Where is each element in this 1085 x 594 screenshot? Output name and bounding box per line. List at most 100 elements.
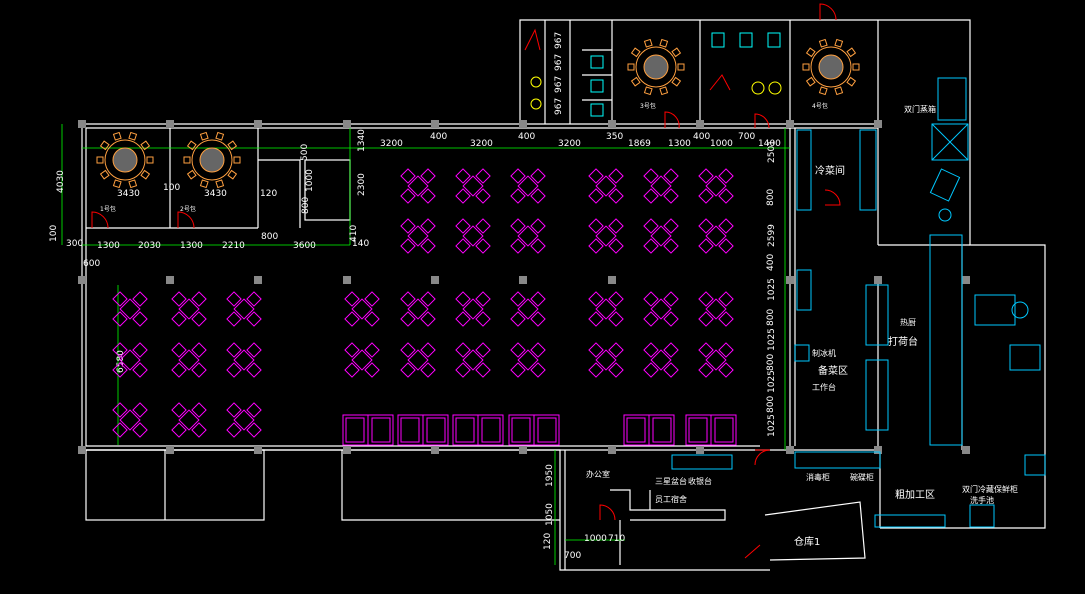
dim-rv-4: 400 xyxy=(766,254,776,271)
dim-top-6: 350 xyxy=(606,132,623,142)
dim-room-2: 3430 xyxy=(204,189,227,199)
label-office: 办公室 xyxy=(586,469,610,479)
round-table xyxy=(802,38,860,96)
dim-br-3: 2030 xyxy=(138,241,161,251)
label-cashier: 收银台 xyxy=(688,476,712,486)
four-seat-table xyxy=(344,342,380,378)
four-seat-table xyxy=(112,402,148,438)
four-seat-table xyxy=(510,342,546,378)
four-seat-table xyxy=(226,291,262,327)
structural-column xyxy=(519,120,527,128)
structural-column xyxy=(608,276,616,284)
structural-column xyxy=(519,446,527,454)
four-seat-table xyxy=(455,168,491,204)
dim-bot-700: 700 xyxy=(564,551,581,561)
four-seat-table xyxy=(171,342,207,378)
dim-rv-1: 2501 xyxy=(767,140,777,163)
dim-top-3: 3200 xyxy=(470,139,493,149)
four-seat-table xyxy=(510,168,546,204)
dim-room-wall: 120 xyxy=(260,189,277,199)
four-seat-table xyxy=(588,218,624,254)
four-seat-table xyxy=(643,291,679,327)
structural-column xyxy=(608,446,616,454)
four-seat-table xyxy=(400,291,436,327)
dim-br-8: 140 xyxy=(352,239,369,249)
structural-column xyxy=(166,276,174,284)
four-seat-table xyxy=(455,342,491,378)
four-seat-table xyxy=(698,168,734,204)
columns xyxy=(78,120,970,454)
dim-br-2: 1300 xyxy=(97,241,120,251)
dim-br-5: 2210 xyxy=(222,241,245,251)
dim-misc-600: 600 xyxy=(83,259,100,269)
label-rough-processing: 粗加工区 xyxy=(895,489,935,501)
round-table xyxy=(183,131,241,189)
four-seat-table xyxy=(344,291,380,327)
structural-column xyxy=(786,276,794,284)
dim-wc-2: 967 xyxy=(554,54,564,71)
walls xyxy=(81,19,1046,571)
dim-br-1: 300 xyxy=(66,239,83,249)
structural-column xyxy=(519,276,527,284)
label-sterilizer: 消毒柜 xyxy=(806,472,830,482)
dim-br-7: 3600 xyxy=(293,241,316,251)
round-table xyxy=(627,38,685,96)
four-seat-table xyxy=(588,291,624,327)
dim-room-1: 3430 xyxy=(117,189,140,199)
structural-column xyxy=(431,446,439,454)
booth-table xyxy=(452,414,504,446)
label-room-3: 3号包 xyxy=(640,102,656,110)
dim-room-gap: 100 xyxy=(163,183,180,193)
four-seat-table xyxy=(698,291,734,327)
structural-column xyxy=(962,276,970,284)
structural-column xyxy=(254,276,262,284)
structural-column xyxy=(166,120,174,128)
four-seat-table xyxy=(171,402,207,438)
label-ice-machine: 制冰机 xyxy=(812,348,836,358)
structural-column xyxy=(343,120,351,128)
four-seat-table xyxy=(643,218,679,254)
four-seat-table xyxy=(455,291,491,327)
dimension-lines xyxy=(61,124,790,565)
dim-top-2: 400 xyxy=(430,132,447,142)
doors xyxy=(91,3,841,559)
label-room-1: 1号包 xyxy=(100,205,116,213)
structural-column xyxy=(78,120,86,128)
dim-rv-7: 1025 xyxy=(767,328,777,351)
structural-column xyxy=(78,446,86,454)
structural-column xyxy=(608,120,616,128)
dim-misc-100: 100 xyxy=(49,225,59,242)
restroom-fixtures xyxy=(530,32,782,117)
four-seat-table xyxy=(400,218,436,254)
dim-bot-120: 120 xyxy=(543,533,553,550)
dim-top-8: 1300 xyxy=(668,139,691,149)
four-seat-table xyxy=(698,342,734,378)
four-seat-table xyxy=(400,168,436,204)
structural-column xyxy=(786,120,794,128)
label-warehouse: 仓库1 xyxy=(794,535,820,548)
structural-column xyxy=(962,446,970,454)
structural-column xyxy=(166,446,174,454)
booth-table xyxy=(685,414,737,446)
round-tables xyxy=(96,38,860,189)
four-seat-table xyxy=(588,168,624,204)
label-room-4: 4号包 xyxy=(812,102,828,110)
dim-top-4: 400 xyxy=(518,132,535,142)
four-seat-table xyxy=(643,342,679,378)
dim-rv-5: 1025 xyxy=(767,278,777,301)
structural-column xyxy=(431,120,439,128)
dim-misc-1340: 1340 xyxy=(357,129,367,152)
label-kitchen-hot: 热厨 xyxy=(900,317,916,327)
structural-column xyxy=(874,446,882,454)
label-dispatch-counter: 打荷台 xyxy=(888,335,918,348)
four-seat-table xyxy=(171,291,207,327)
four-seat-table xyxy=(112,342,148,378)
booth-table xyxy=(508,414,560,446)
label-hand-sink: 洗手池 xyxy=(970,495,994,505)
dim-br-4: 1300 xyxy=(180,241,203,251)
booth-table xyxy=(342,414,394,446)
label-cold-room: 冷菜间 xyxy=(815,164,845,177)
label-staff-room: 员工宿舍 xyxy=(655,494,687,504)
dim-rv-11: 1025 xyxy=(767,414,777,437)
